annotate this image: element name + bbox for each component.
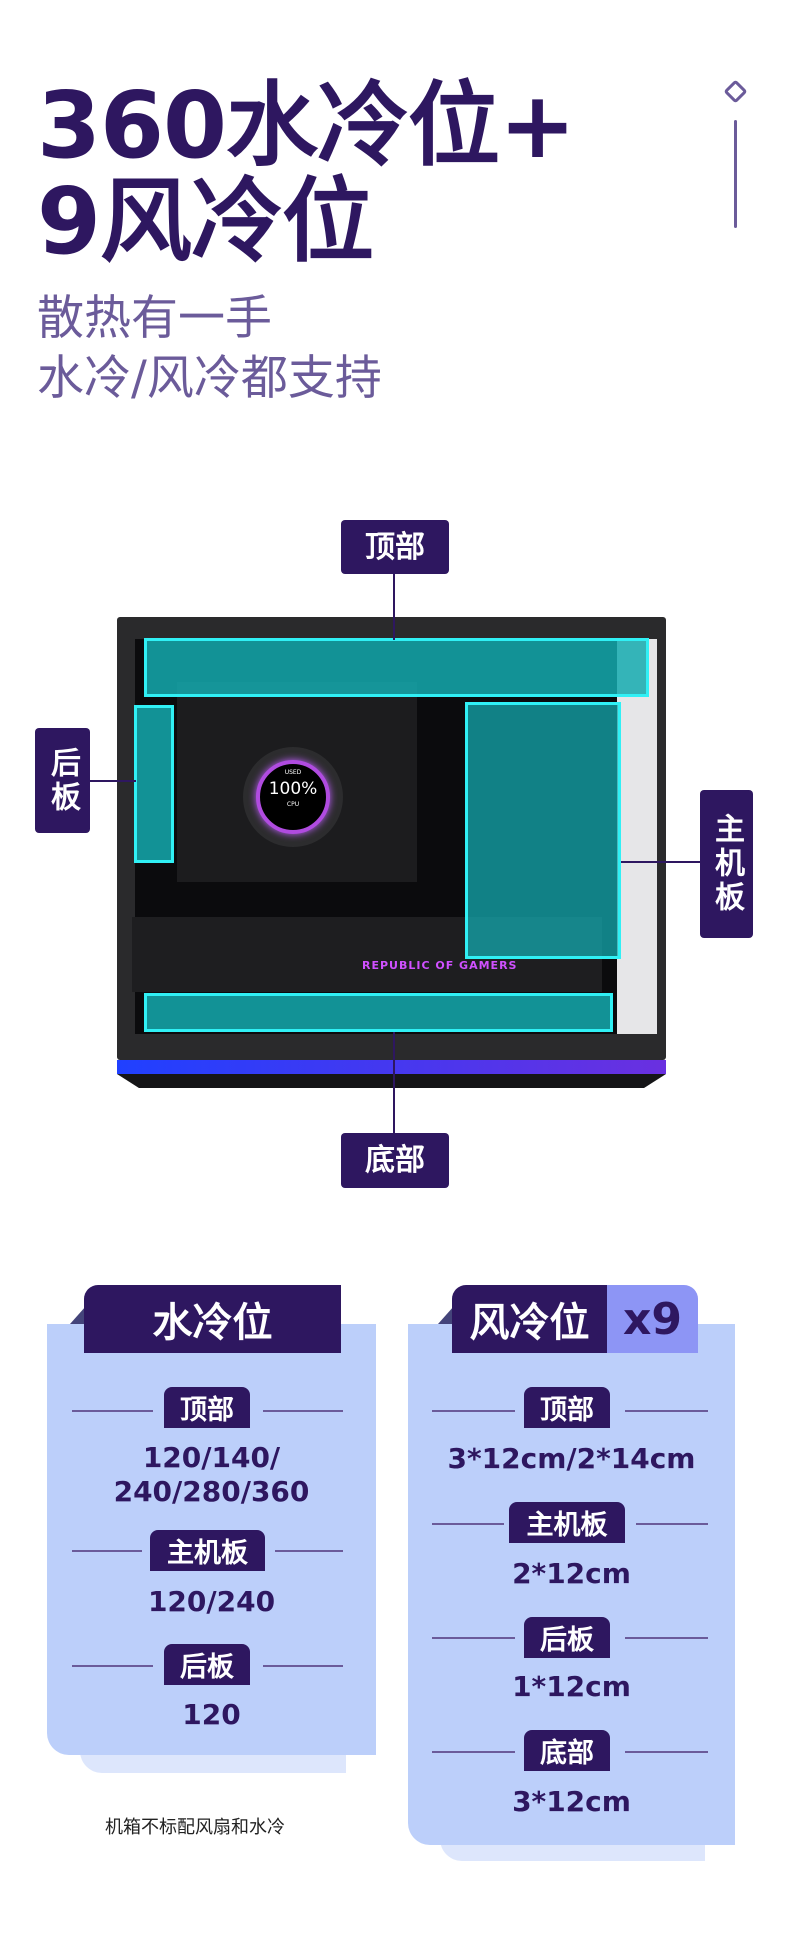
water-row-top-value2: 240/280/360 (113, 1475, 310, 1508)
water-row-back-label: 后板 (164, 1644, 250, 1685)
air-row-bottom-value: 3*12cm (512, 1785, 631, 1818)
top-cooling-zone (144, 638, 649, 697)
cooler-percent: 100% (268, 779, 318, 799)
air-row-top-value: 3*12cm/2*14cm (447, 1442, 696, 1475)
air-header: 风冷位 (452, 1285, 607, 1353)
water-header: 水冷位 (84, 1285, 341, 1353)
air-row-top-label: 顶部 (524, 1387, 610, 1428)
rog-text: REPUBLIC OF GAMERS (362, 959, 518, 972)
connector-top (393, 574, 395, 640)
headline-line2: 9风冷位 (37, 168, 374, 275)
cooler-used-text: USED (284, 769, 302, 776)
water-row-motherboard-value: 120/240 (147, 1585, 276, 1618)
subtitle-line1: 散热有一手 (37, 291, 272, 346)
air-row-back-label: 后板 (524, 1617, 610, 1658)
water-header-fold (70, 1306, 86, 1324)
water-row-top-value: 120/140/ (142, 1441, 281, 1474)
water-row-back-value: 120 (182, 1698, 241, 1731)
cooler-cpu-text: CPU (286, 801, 300, 808)
diamond-icon (723, 79, 748, 104)
connector-bottom (393, 1032, 395, 1133)
connector-motherboard (621, 861, 701, 863)
air-row-motherboard-label: 主机板 (509, 1502, 625, 1543)
headline-line1: 360水冷位+ (37, 72, 576, 179)
label-back: 后板 (35, 728, 90, 833)
decor-line (734, 120, 737, 228)
subtitle-line2: 水冷/风冷都支持 (37, 351, 382, 406)
label-top: 顶部 (341, 520, 449, 574)
air-count-badge: x9 (607, 1285, 698, 1353)
back-cooling-zone (134, 705, 174, 863)
footnote: 机箱不标配风扇和水冷 (105, 1817, 285, 1838)
bottom-cooling-zone (144, 993, 613, 1032)
water-row-motherboard-label: 主机板 (150, 1530, 265, 1571)
air-row-motherboard-value: 2*12cm (512, 1557, 631, 1590)
connector-back (90, 780, 136, 782)
water-row-top-label: 顶部 (164, 1387, 250, 1428)
label-motherboard: 主机板 (700, 790, 753, 938)
label-bottom: 底部 (341, 1133, 449, 1188)
motherboard-cooling-zone (465, 702, 621, 959)
air-row-bottom-label: 底部 (524, 1730, 610, 1771)
air-header-fold (438, 1306, 454, 1324)
air-row-back-value: 1*12cm (512, 1670, 631, 1703)
